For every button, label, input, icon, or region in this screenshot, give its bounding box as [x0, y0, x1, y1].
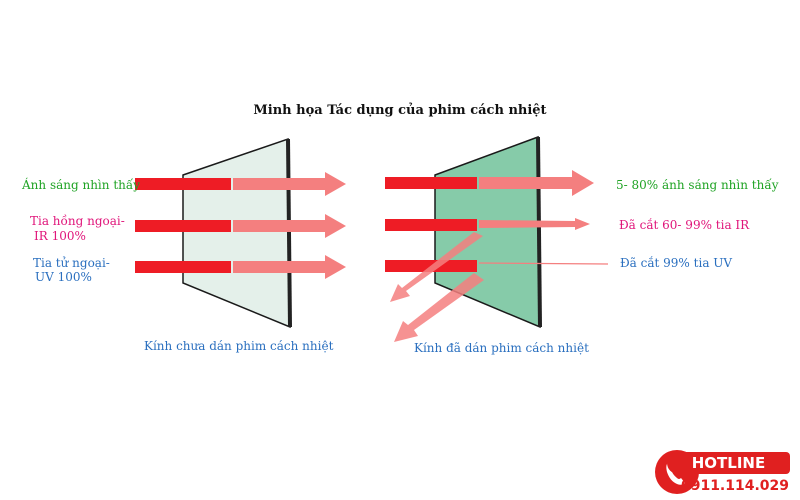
right-uv-ray-out: [478, 262, 609, 265]
right-visible-ray-out: [479, 170, 594, 196]
left-visible-ray-in: [135, 178, 231, 190]
left-uv-ray-in: [135, 261, 231, 273]
label-infrared-result: Đã cắt 60- 99% tia IR: [619, 218, 750, 232]
hotline-label: HOTLINE: [667, 452, 790, 474]
right-ir-ray-out: [479, 218, 590, 230]
caption-film-glass: Kính đã dán phim cách nhiệt: [414, 341, 589, 355]
caption-plain-glass: Kính chưa dán phim cách nhiệt: [144, 339, 334, 353]
left-visible-ray-out: [233, 172, 346, 196]
diagram-title: Minh họa Tác dụng của phim cách nhiệt: [253, 103, 547, 118]
hotline-number[interactable]: 0911.114.029: [680, 478, 790, 494]
label-ultraviolet-line1: Tia tử ngoại-: [33, 256, 110, 270]
right-ir-ray-in: [385, 219, 477, 231]
label-infrared-line2: IR 100%: [34, 229, 86, 243]
reflected-ir-ray: [390, 232, 483, 302]
label-visible-light: Ánh sáng nhìn thấy: [22, 178, 140, 192]
hotline-badge[interactable]: HOTLINE 0911.114.029: [645, 440, 800, 500]
label-ultraviolet-result: Đã cắt 99% tia UV: [620, 256, 733, 270]
left-ir-ray-in: [135, 220, 231, 232]
label-visible-light-result: 5- 80% ánh sáng nhìn thấy: [616, 178, 779, 192]
label-infrared-line1: Tia hồng ngoại-: [30, 214, 125, 228]
reflected-uv-ray: [394, 273, 484, 342]
label-ultraviolet-line2: UV 100%: [35, 270, 92, 284]
left-ir-ray-out: [233, 214, 346, 238]
plain-glass-pane: [182, 137, 292, 329]
right-visible-ray-in: [385, 177, 477, 189]
left-uv-ray-out: [233, 255, 346, 279]
